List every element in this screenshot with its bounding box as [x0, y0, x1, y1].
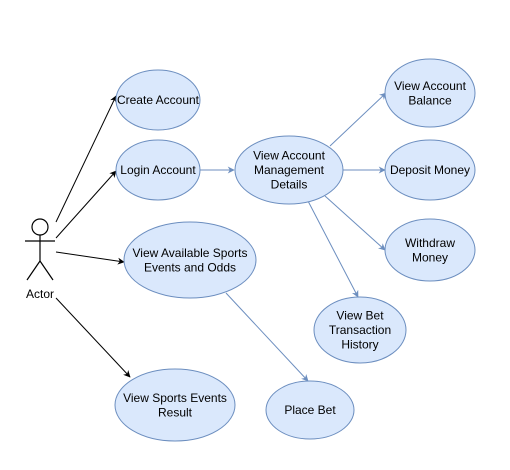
- use-case-ellipse: [234, 135, 344, 205]
- use-case-label-line: View Account: [253, 149, 325, 163]
- use-case-label-line: Login Account: [120, 163, 196, 177]
- actor-head: [31, 218, 49, 236]
- use-case-label-line: Transaction: [329, 323, 391, 337]
- use-case-label-line: Management: [254, 163, 325, 177]
- use-case-ellipse: [115, 69, 201, 131]
- use-case-label-line: Details: [271, 178, 308, 192]
- edge-view-events-to-place-bet: [225, 292, 309, 382]
- actor-label: Actor: [26, 287, 54, 301]
- use-case-label-line: Create Account: [117, 93, 200, 107]
- use-case-ellipse: [384, 58, 476, 128]
- use-case-label-line: Place Bet: [284, 403, 336, 417]
- actor-right-leg: [39, 260, 54, 281]
- use-case-label-line: View Bet: [336, 309, 384, 323]
- use-case-ellipse: [313, 296, 407, 364]
- use-case-label-line: View Account: [394, 79, 466, 93]
- edge-actor-to-create-account: [55, 95, 117, 223]
- edge-actor-to-view-events: [55, 251, 125, 265]
- edge-account-details-to-transaction-history: [307, 200, 359, 298]
- use-case-label-line: History: [341, 338, 378, 352]
- use-case-ellipse: [384, 139, 476, 201]
- actor-figure[interactable]: Actor: [25, 218, 55, 301]
- use-case-place-bet[interactable]: Place Bet: [265, 380, 355, 440]
- use-case-create-account[interactable]: Create Account: [115, 69, 201, 131]
- use-case-label-line: Events and Odds: [144, 260, 236, 274]
- use-case-label-line: View Sports Events: [123, 391, 227, 405]
- actor-left-leg: [26, 260, 41, 281]
- use-case-label-line: Withdraw: [405, 236, 455, 250]
- use-case-label-line: Money: [412, 250, 448, 264]
- use-case-deposit-money[interactable]: Deposit Money: [384, 139, 476, 201]
- use-case-ellipse: [384, 218, 476, 282]
- edge-account-details-to-account-balance: [329, 92, 387, 147]
- use-case-ellipse: [115, 139, 201, 201]
- use-case-ellipse: [265, 380, 355, 440]
- use-case-label-line: Result: [158, 405, 193, 419]
- use-case-login-account[interactable]: Login Account: [115, 139, 201, 201]
- use-case-label-line: Deposit Money: [390, 163, 470, 177]
- use-case-ellipse: [123, 221, 257, 299]
- use-case-ellipse: [114, 368, 236, 442]
- edge-actor-to-view-results: [55, 297, 131, 378]
- use-case-label-line: Balance: [408, 93, 452, 107]
- edge-account-details-to-withdraw-money: [324, 195, 386, 251]
- edges-layer: [55, 92, 387, 382]
- use-case-label-line: View Available Sports: [133, 246, 248, 260]
- edge-actor-to-login-account: [55, 170, 117, 239]
